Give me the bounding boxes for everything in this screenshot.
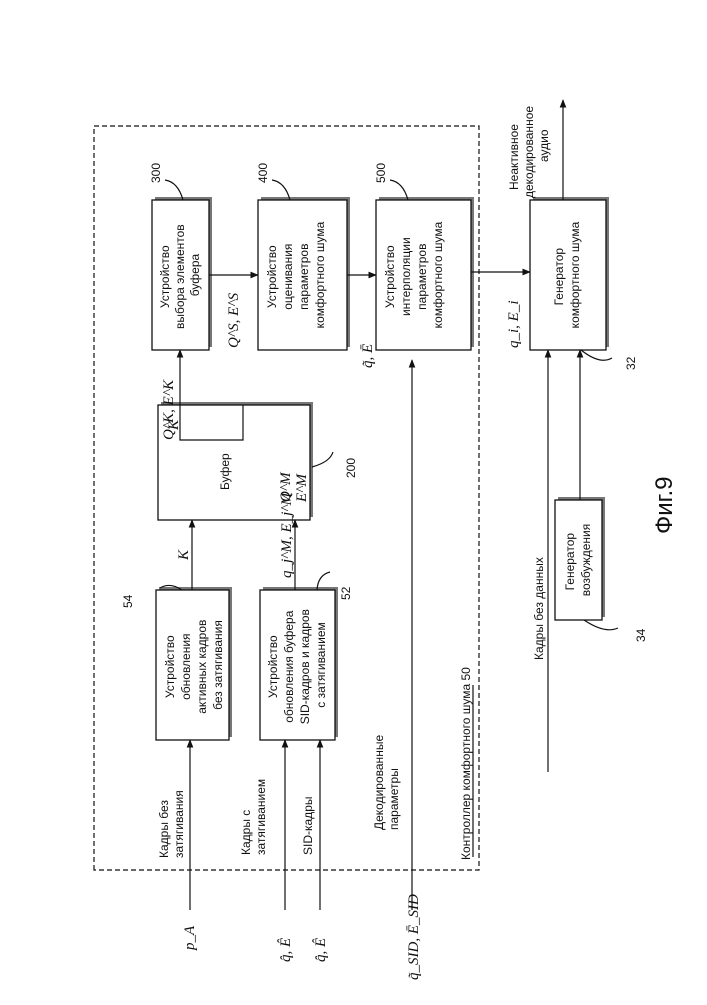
input-no-data-frames: Кадры без данных [532,557,546,660]
buffer-title: Буфер [218,453,232,490]
block-300: Устройство выбора элементов буфера [152,197,212,350]
ref-32: 32 [624,356,638,370]
block-34: Генератор возбуждения [555,497,605,620]
block-500: Устройство интерполяции параметров комфо… [376,197,474,350]
ref-34: 34 [634,628,648,642]
signal-q-e-bar: q̃, Ē [360,344,376,368]
block-54: Устройство обновления активных кадров бе… [156,587,232,740]
ref-400: 400 [256,163,270,183]
block-32: Генератор комфортного шума [530,197,609,350]
signal-qe-hang: q̂, Ê [277,938,294,962]
block-400: Устройство оценивания параметров комфорт… [258,197,350,350]
input-decoded-params: Декодированные параметры [372,732,401,830]
signal-k: K [176,549,192,561]
ref-500: 500 [374,163,388,183]
ref-200: 200 [344,458,358,478]
signal-qi-ei: q_i, E_i [506,301,522,349]
buffer-e-symbol: E^M [294,473,310,503]
output-inactive-audio: Неактивное декодированное аудио [507,103,551,198]
input-hang-frames: Кадры с затягиванием [239,779,268,855]
signal-pa: p_A [182,925,198,951]
ref-52: 52 [339,586,353,600]
ref-54: 54 [121,594,135,608]
figure-caption: Фиг.9 [651,477,678,535]
signal-qj-ej: q_j^M, E_j^M [279,491,295,578]
input-sid-frames: SID-кадры [301,797,315,856]
signal-qe-sid: q̂, Ê [312,938,329,962]
ref-300: 300 [149,163,163,183]
controller-label: Контроллер комфортного шума 50 [459,667,473,860]
input-no-hang-frames: Кадры без затягивания [157,790,186,858]
signal-qk-ek: Q^K, E^K [161,379,177,440]
block-52: Устройство обновления буфера SID-кадров … [260,587,338,740]
signal-qs-es: Q^S, E^S [226,292,242,348]
signal-q-sid: q̃_SID, Ē_SID [406,894,422,980]
